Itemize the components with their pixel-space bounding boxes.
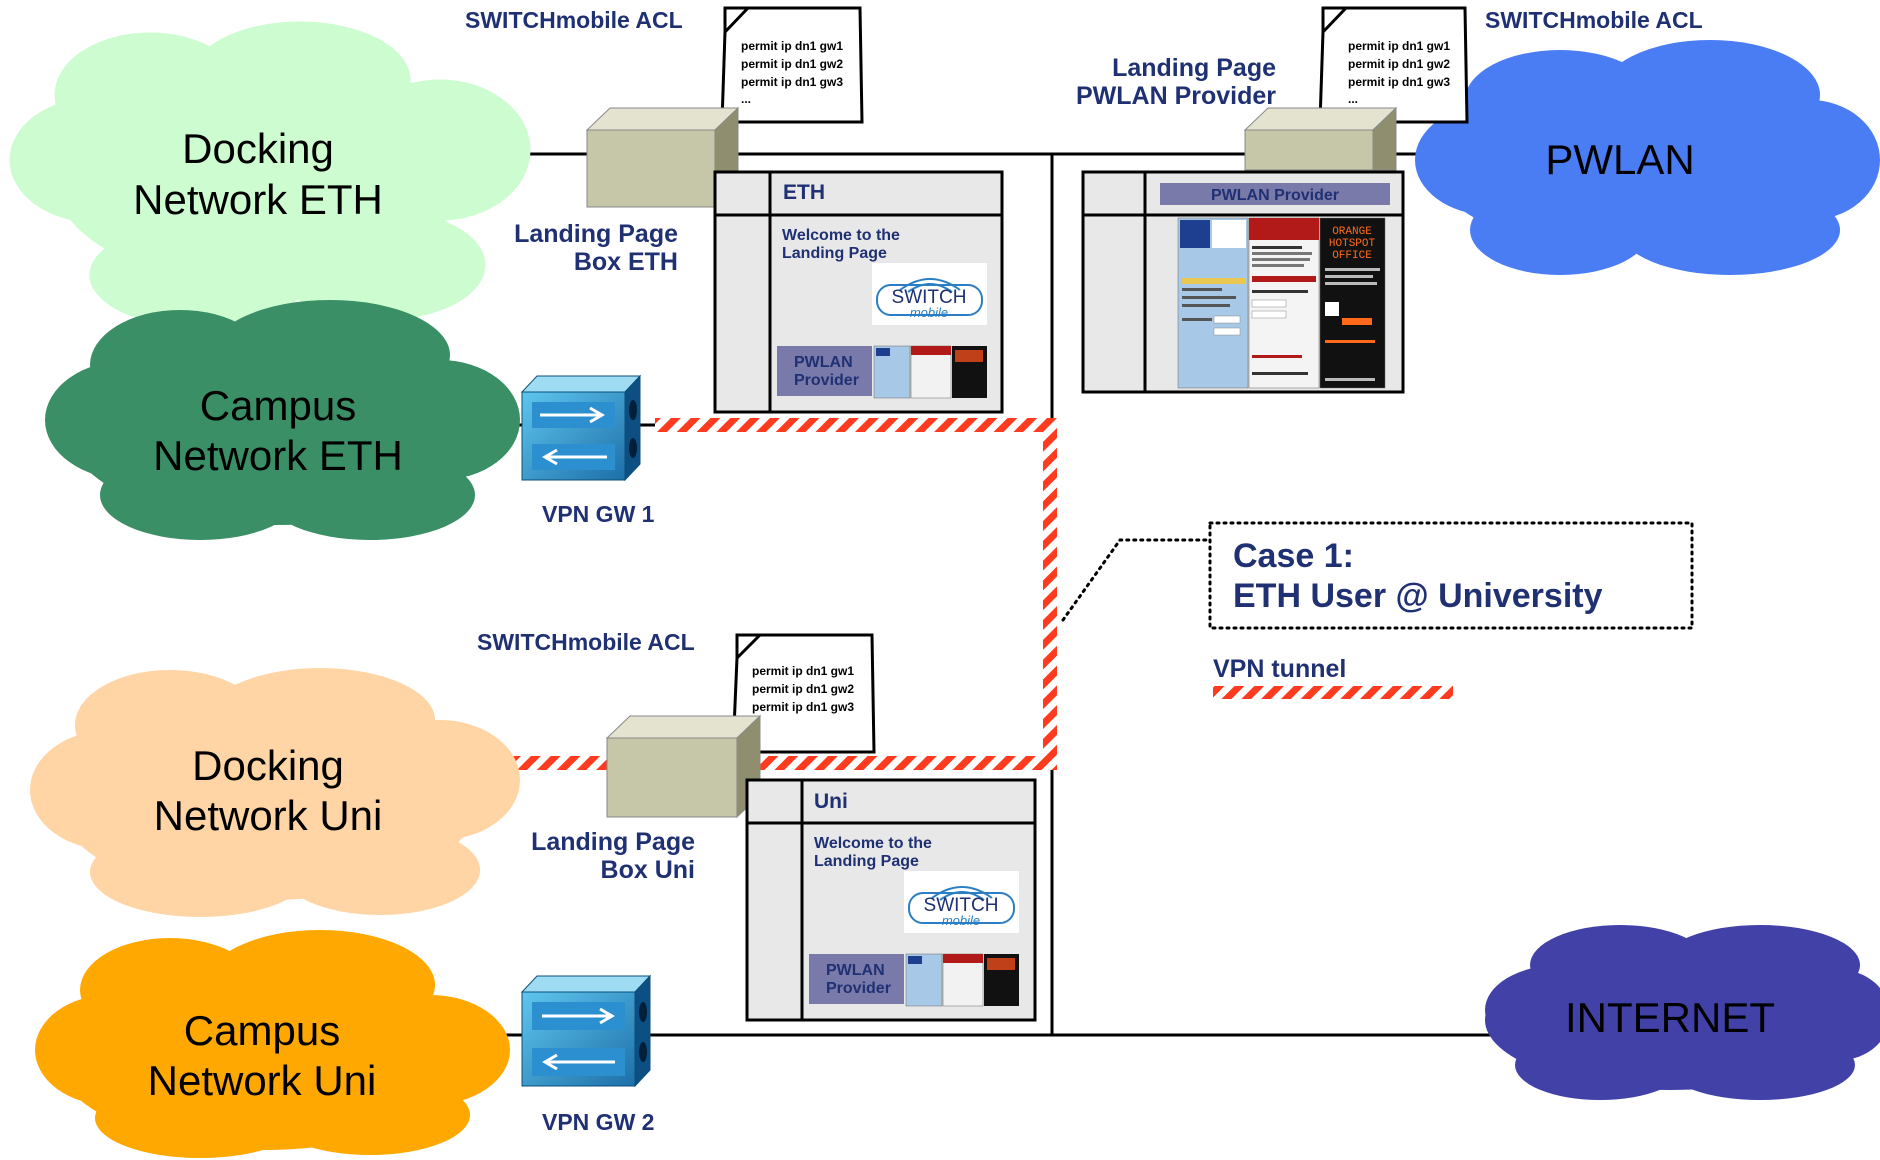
acl-pwlan-rule-3: permit ip dn1 gw3 [1348, 75, 1450, 89]
pwlan-button-uni-line1: PWLAN [826, 962, 885, 979]
page-eth-welcome-1: Welcome to the [782, 227, 900, 244]
page-uni-welcome-2: Landing Page [814, 853, 919, 870]
acl-uni-rule-2: permit ip dn1 gw2 [752, 682, 854, 696]
case-title: Case 1: [1233, 537, 1354, 575]
acl-eth-rule-4: ... [741, 92, 751, 106]
cloud-docking-eth-line2: Network ETH [133, 176, 383, 223]
legend-vpn-tunnel-swatch [1213, 686, 1453, 699]
label-landing-pwlan-line1: Landing Page [1112, 54, 1276, 82]
label-landing-pwlan-line2: PWLAN Provider [1076, 82, 1276, 110]
orange-title-2: HOTSPOT [1329, 238, 1376, 250]
landing-box-pwlan [1243, 106, 1398, 171]
legend-vpn-tunnel-label: VPN tunnel [1213, 655, 1346, 683]
pwlan-screenshot-switch [1177, 217, 1249, 389]
pwlan-button-uni-line2: Provider [826, 980, 891, 997]
page-uni-header: Uni [814, 790, 848, 813]
acl-pwlan-title: SWITCHmobile ACL [1485, 7, 1703, 33]
label-landing-eth-line2: Box ETH [574, 248, 678, 276]
label-landing-eth-line1: Landing Page [514, 220, 678, 248]
acl-note-eth: permit ip dn1 gw1 permit ip dn1 gw2 perm… [465, 6, 864, 124]
pwlan-thumbnails [873, 345, 987, 399]
acl-uni-rule-1: permit ip dn1 gw1 [752, 664, 854, 678]
acl-pwlan-rule-2: permit ip dn1 gw2 [1348, 57, 1450, 71]
acl-note-pwlan: permit ip dn1 gw1 permit ip dn1 gw2 perm… [1318, 6, 1703, 124]
acl-uni-rule-3: permit ip dn1 gw3 [752, 700, 854, 714]
pwlan-header-bar [1160, 183, 1390, 205]
label-landing-uni-line2: Box Uni [601, 856, 695, 884]
switch-mobile-logo: SWITCH mobile [872, 263, 987, 325]
cloud-pwlan: PWLAN [1415, 40, 1880, 275]
pwlan-screenshot-hotspot [1248, 217, 1320, 389]
page-uni-welcome-1: Welcome to the [814, 835, 932, 852]
label-landing-uni-line1: Landing Page [531, 828, 695, 856]
cloud-docking-uni: Docking Network Uni [30, 668, 520, 917]
pwlan-button-line2: Provider [794, 372, 859, 389]
pwlan-header-text: PWLAN Provider [1211, 187, 1339, 204]
pwlan-provider-button[interactable] [777, 346, 872, 396]
acl-pwlan-rule-4: ... [1348, 92, 1358, 106]
landing-box-uni [605, 714, 762, 819]
case-subtitle: ETH User @ University [1233, 577, 1603, 615]
case-callout: Case 1: ETH User @ University [1061, 521, 1694, 630]
pwlan-thumbnails-uni [905, 953, 1019, 1007]
vpn-gateway-2-icon [520, 974, 652, 1088]
page-eth-header: ETH [783, 181, 825, 204]
page-eth-welcome-2: Landing Page [782, 245, 887, 262]
switch-logo-subtext: mobile [910, 305, 948, 320]
cloud-docking-uni-line1: Docking [192, 742, 344, 789]
cloud-campus-eth-line1: Campus [200, 382, 356, 429]
label-vpn-gw1: VPN GW 1 [542, 501, 655, 527]
cloud-campus-eth-line2: Network ETH [153, 432, 403, 479]
switch-logo-uni-text: SWITCH [924, 895, 999, 916]
orange-title-1: ORANGE [1332, 226, 1372, 238]
cloud-campus-uni: Campus Network Uni [35, 930, 510, 1158]
landing-page-eth: ETH Welcome to the Landing Page SWITCH m… [713, 170, 1004, 414]
cloud-internet: INTERNET [1485, 925, 1880, 1100]
acl-eth-rule-3: permit ip dn1 gw3 [741, 75, 843, 89]
acl-note-uni: permit ip dn1 gw1 permit ip dn1 gw2 perm… [477, 629, 876, 754]
switch-mobile-logo-uni: SWITCH mobile [904, 871, 1019, 933]
landing-page-uni: Uni Welcome to the Landing Page SWITCH m… [745, 778, 1037, 1022]
label-vpn-gw2: VPN GW 2 [542, 1109, 654, 1135]
cloud-docking-eth: Docking Network ETH [9, 21, 531, 328]
orange-title-3: OFFICE [1332, 250, 1372, 262]
acl-uni-title: SWITCHmobile ACL [477, 629, 695, 655]
cloud-campus-uni-line2: Network Uni [148, 1057, 377, 1104]
acl-eth-rule-1: permit ip dn1 gw1 [741, 39, 843, 53]
pwlan-provider-button-uni[interactable] [809, 954, 904, 1004]
cloud-docking-uni-line2: Network Uni [154, 792, 383, 839]
cloud-campus-uni-line1: Campus [184, 1007, 340, 1054]
legend: VPN tunnel [1213, 655, 1453, 699]
switch-logo-uni-subtext: mobile [942, 913, 980, 928]
acl-eth-title: SWITCHmobile ACL [465, 7, 683, 33]
cloud-docking-eth-line1: Docking [182, 125, 334, 172]
pwlan-screenshot-orange: ORANGE HOTSPOT OFFICE [1319, 217, 1386, 389]
cloud-campus-eth: Campus Network ETH [45, 300, 520, 540]
pwlan-button-line1: PWLAN [794, 354, 853, 371]
cloud-pwlan-label: PWLAN [1545, 136, 1694, 183]
switch-logo-text: SWITCH [892, 287, 967, 308]
acl-pwlan-rule-1: permit ip dn1 gw1 [1348, 39, 1450, 53]
acl-eth-rule-2: permit ip dn1 gw2 [741, 57, 843, 71]
vpn-gateway-1-icon [520, 374, 642, 482]
cloud-internet-label: INTERNET [1565, 994, 1775, 1041]
pwlan-provider-page: PWLAN Provider [1081, 170, 1405, 394]
